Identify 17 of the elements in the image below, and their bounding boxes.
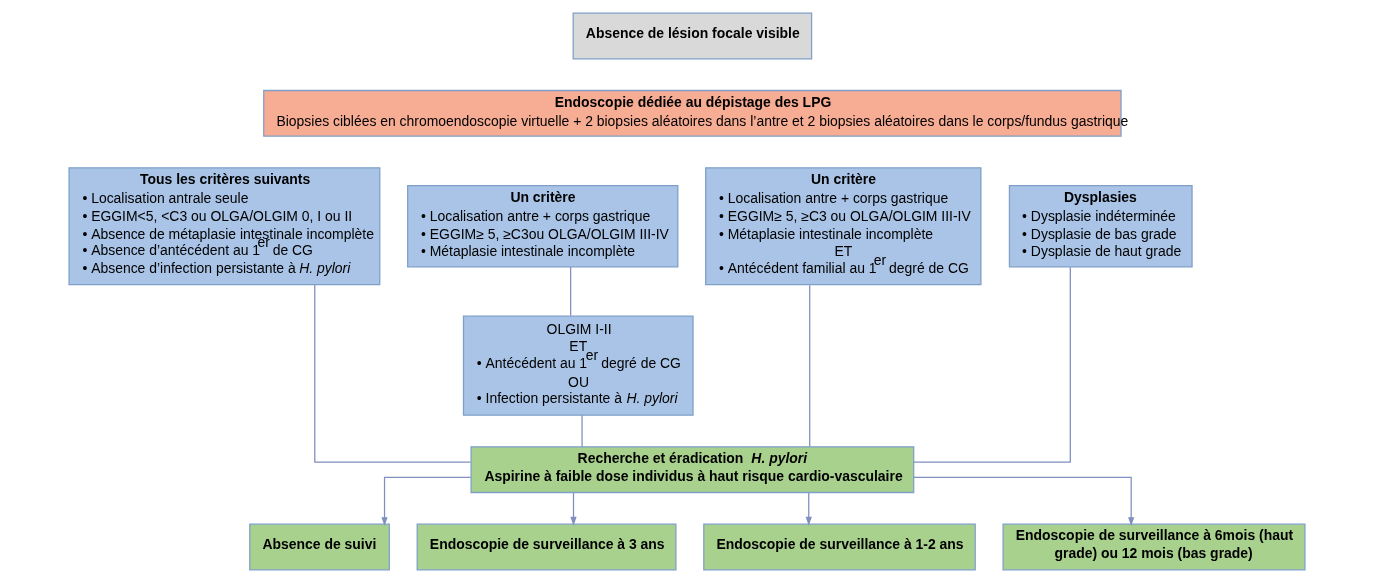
arrow bbox=[380, 476, 471, 527]
connector bbox=[569, 266, 571, 317]
arrow bbox=[805, 492, 812, 526]
connector bbox=[912, 266, 1071, 463]
node-box: Endoscopie de surveillance à 3 ans bbox=[416, 523, 677, 571]
connector bbox=[313, 284, 471, 463]
arrow bbox=[912, 476, 1134, 527]
node-box: Dysplasies • Dysplasie indéterminée • Dysplasie de bas grade • Dysplasie de haut grade bbox=[1008, 184, 1193, 268]
node-box: Absence de suivi bbox=[248, 523, 390, 571]
arrow bbox=[569, 492, 577, 526]
connector bbox=[808, 284, 810, 447]
node-box: Absence de lésion focale visible bbox=[572, 12, 812, 60]
connector bbox=[580, 414, 583, 448]
node-box: Endoscopie de surveillance à 6mois (haut grade) ou 12 mois (bas grade) bbox=[1001, 523, 1306, 571]
node-box: Recherche et éradication H. pylori Aspirine à faible dose individus à haut risque cardio-vasculaire bbox=[469, 446, 914, 494]
node-box: Un critère • Localisation antre + corps gastrique • EGGIM≥ 5, ≥C3ou OLGA/OLGIM III-IV • Métaplasie intestinale incomplète bbox=[406, 184, 678, 268]
node-box: Endoscopie de surveillance à 1-2 ans bbox=[702, 523, 976, 571]
